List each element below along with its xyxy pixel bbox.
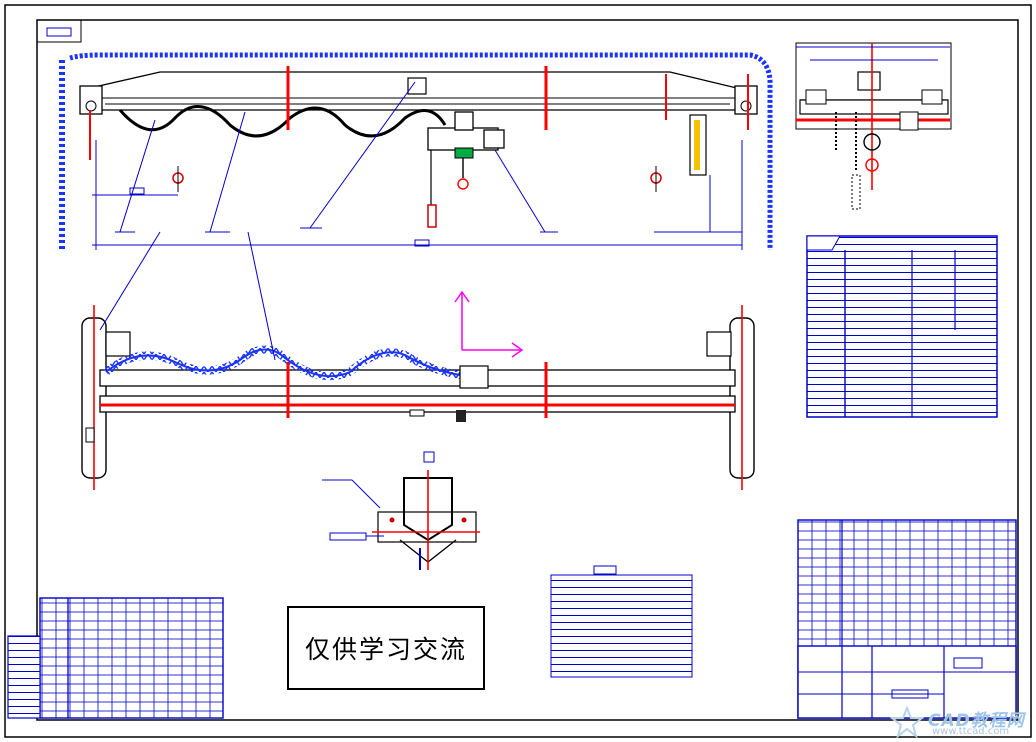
girder-section	[322, 451, 480, 570]
note-box: 仅供学习交流	[287, 606, 485, 690]
watermark: CAD教程网 www.ttcad.com	[888, 704, 1034, 740]
crane-side-view	[795, 42, 952, 210]
parts-list-left	[7, 597, 224, 719]
title-block	[797, 519, 1017, 719]
material-list	[550, 565, 693, 678]
watermark-star-icon	[890, 706, 924, 738]
crane-front-elevation	[59, 52, 773, 250]
parameter-table	[806, 235, 998, 418]
watermark-site: www.ttcad.com	[932, 726, 1010, 737]
note-text: 仅供学习交流	[304, 635, 467, 664]
crane-top-plan	[81, 231, 755, 490]
ucs-axis-icon	[454, 290, 524, 358]
watermark-brand: CAD教程网	[928, 711, 1025, 731]
